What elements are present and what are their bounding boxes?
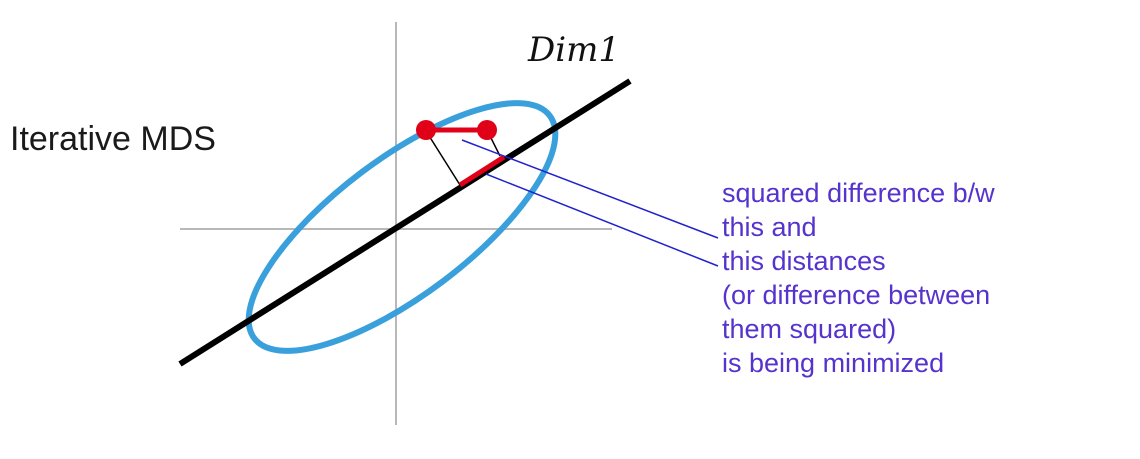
annotation-line-2: this and xyxy=(722,212,817,242)
projected-distance-segment xyxy=(458,154,506,188)
leader-line-this-and xyxy=(461,139,719,239)
annotation-line-4: (or difference between xyxy=(722,280,991,310)
dim1-line xyxy=(178,78,632,367)
annotation-line-5: them squared) xyxy=(722,314,897,344)
data-point-2 xyxy=(477,120,497,140)
annotation-text: squared difference b/w this and this dis… xyxy=(722,176,995,380)
projection-drop-line-1 xyxy=(425,130,461,186)
data-point-1 xyxy=(416,120,436,140)
cluster-ellipse xyxy=(245,100,559,354)
annotation-line-3: this distances xyxy=(722,246,886,276)
annotation-line-1: squared difference b/w xyxy=(722,178,995,208)
leader-line-this-distances xyxy=(485,173,719,267)
annotation-line-6: is being minimized xyxy=(722,348,945,378)
dim1-label: Dim1 xyxy=(528,30,621,70)
diagram-title: Iterative MDS xyxy=(10,120,216,158)
